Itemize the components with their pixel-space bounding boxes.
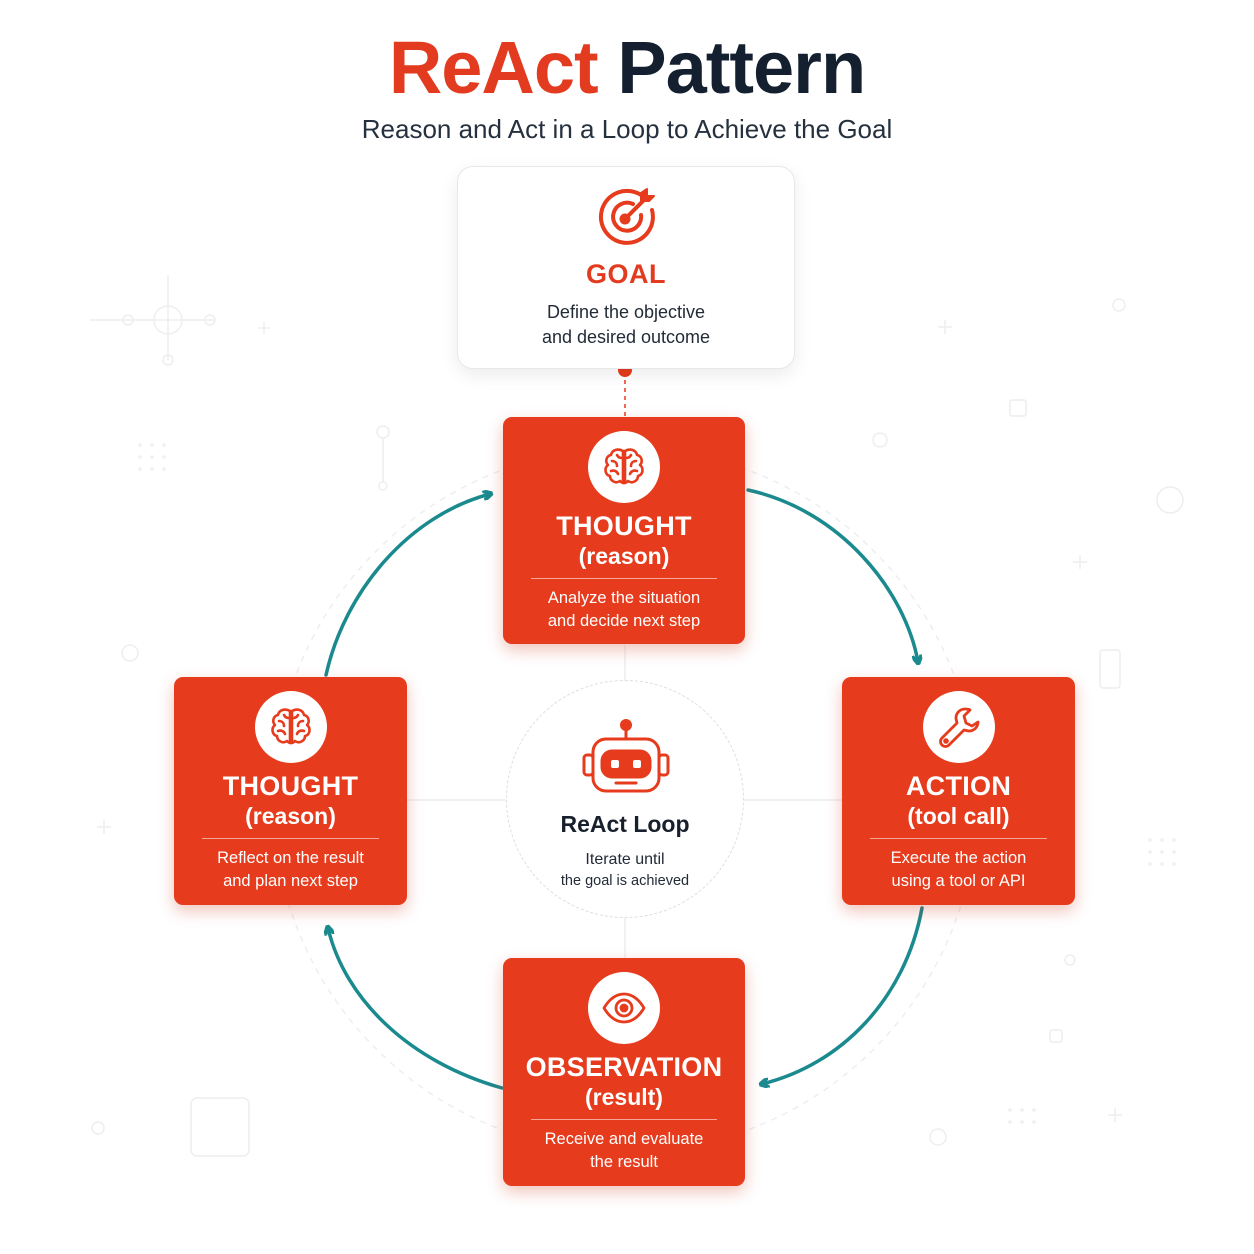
card-description: Analyze the situation and decide next st… xyxy=(503,587,745,633)
card-description: Reflect on the result and plan next step xyxy=(174,847,407,893)
card-desc-line1: Receive and evaluate xyxy=(544,1130,704,1148)
card-desc-line1: Analyze the situation xyxy=(547,589,701,607)
goal-description: Define the objective and desired outcome xyxy=(458,300,794,350)
card-divider xyxy=(531,578,717,579)
card-desc-line1: Reflect on the result xyxy=(217,849,364,867)
goal-card: GOAL Define the objective and desired ou… xyxy=(457,166,795,369)
page-title: ReAct Pattern xyxy=(0,26,1254,110)
card-subtitle: (reason) xyxy=(578,543,670,569)
goal-desc-line1: Define the objective xyxy=(546,302,706,322)
card-subtitle: (reason) xyxy=(245,803,336,829)
card-divider xyxy=(531,1119,717,1120)
action-card: ACTION (tool call) Execute the action us… xyxy=(842,677,1075,905)
card-desc-line2: the result xyxy=(590,1153,658,1171)
card-title: OBSERVATION xyxy=(525,1052,723,1082)
observation-card: OBSERVATION (result) Receive and evaluat… xyxy=(503,958,745,1186)
page-subtitle: Reason and Act in a Loop to Achieve the … xyxy=(361,114,893,144)
goal-title: GOAL xyxy=(586,259,666,289)
thought-card-top: THOUGHT (reason) Analyze the situation a… xyxy=(503,417,745,644)
card-desc-line2: and plan next step xyxy=(223,872,358,890)
card-subtitle: (result) xyxy=(585,1084,663,1110)
react-loop-center: ReAct Loop Iterate until the goal is ach… xyxy=(506,680,744,918)
card-desc-line2: using a tool or API xyxy=(891,872,1026,890)
card-title: THOUGHT xyxy=(222,771,359,801)
brain-icon xyxy=(604,448,644,485)
card-desc-line2: and decide next step xyxy=(547,612,701,630)
card-desc-line1: Execute the action xyxy=(890,849,1027,867)
card-description: Execute the action using a tool or API xyxy=(842,847,1075,893)
target-icon xyxy=(598,188,655,245)
thought-card-left: THOUGHT (reason) Reflect on the result a… xyxy=(174,677,407,905)
card-title: THOUGHT xyxy=(556,511,692,541)
goal-desc-line2: and desired outcome xyxy=(541,327,711,347)
card-title: ACTION xyxy=(905,771,1012,801)
robot-icon xyxy=(582,719,670,793)
center-title: ReAct Loop xyxy=(560,811,690,837)
center-line2: the goal is achieved xyxy=(560,873,690,889)
title-react: ReAct xyxy=(388,26,599,109)
brain-icon xyxy=(270,708,311,745)
eye-icon xyxy=(602,992,646,1024)
title-pattern: Pattern xyxy=(617,26,866,109)
center-line1: Iterate until xyxy=(585,851,665,868)
card-divider xyxy=(870,838,1047,839)
card-description: Receive and evaluate the result xyxy=(503,1128,745,1174)
card-divider xyxy=(202,838,379,839)
wrench-icon xyxy=(938,707,979,748)
card-subtitle: (tool call) xyxy=(907,803,1010,829)
